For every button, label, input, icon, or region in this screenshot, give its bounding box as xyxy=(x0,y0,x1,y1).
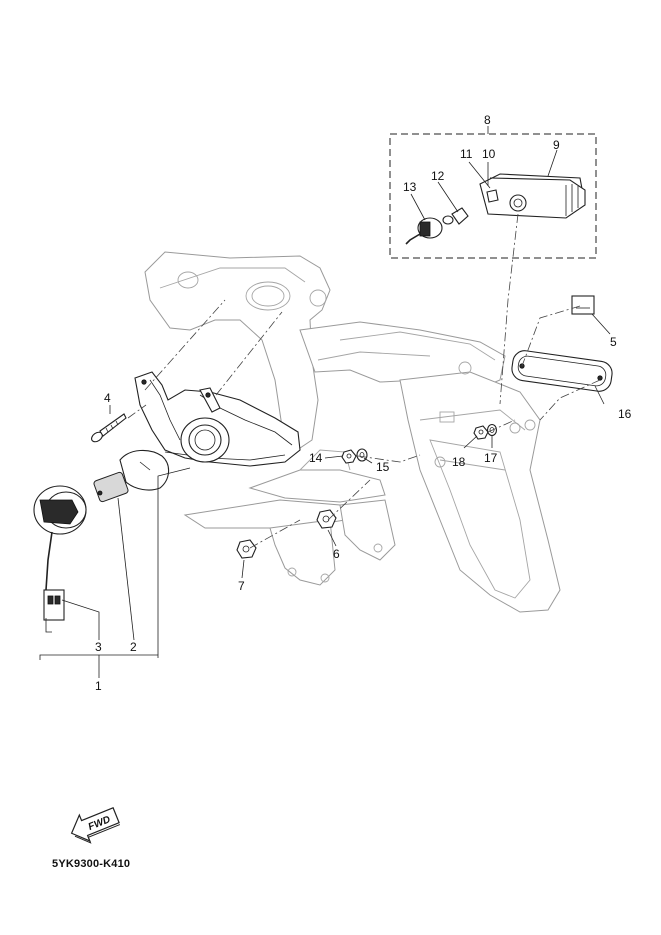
socket-13 xyxy=(405,217,443,245)
diagram-code: 5YK9300-K410 xyxy=(52,858,131,870)
callout-18: 18 xyxy=(452,455,466,469)
nut-18 xyxy=(473,425,489,440)
fwd-arrow-icon: FWD xyxy=(70,807,121,844)
callout-15: 15 xyxy=(376,460,390,474)
callout-6: 6 xyxy=(333,547,340,561)
bulb xyxy=(93,449,170,503)
callout-11: 11 xyxy=(460,147,473,161)
callout-16: 16 xyxy=(618,407,632,421)
callout-labels: 1 2 3 4 5 6 7 8 9 10 11 12 13 14 15 16 1… xyxy=(95,113,632,693)
license-light-lens xyxy=(511,350,613,392)
callout-8: 8 xyxy=(484,113,491,127)
callout-4: 4 xyxy=(104,391,111,405)
license-light-body xyxy=(479,173,586,219)
bulb-12 xyxy=(442,207,469,225)
callout-13: 13 xyxy=(403,180,417,194)
license-light-assembly-box xyxy=(389,133,597,259)
callout-10: 10 xyxy=(482,147,496,161)
centerlines xyxy=(127,213,601,549)
rear-frame-ghost xyxy=(144,251,561,613)
callout-12: 12 xyxy=(431,169,445,183)
socket-gasket-11 xyxy=(486,189,499,203)
callout-17: 17 xyxy=(484,451,498,465)
nut-7 xyxy=(236,539,257,559)
screw xyxy=(91,413,127,443)
callout-7: 7 xyxy=(238,579,245,593)
callout-14: 14 xyxy=(309,451,323,465)
callout-2: 2 xyxy=(130,640,137,654)
callout-3: 3 xyxy=(95,640,102,654)
nut-14 xyxy=(341,449,357,464)
license-bracket-ghost xyxy=(183,449,396,586)
socket-cord xyxy=(33,485,87,633)
grommet-plate xyxy=(571,295,595,315)
callout-9: 9 xyxy=(553,138,560,152)
callout-1: 1 xyxy=(95,679,102,693)
leader-lines xyxy=(39,126,611,678)
tail-light-housing xyxy=(134,371,301,467)
callout-5: 5 xyxy=(610,335,617,349)
